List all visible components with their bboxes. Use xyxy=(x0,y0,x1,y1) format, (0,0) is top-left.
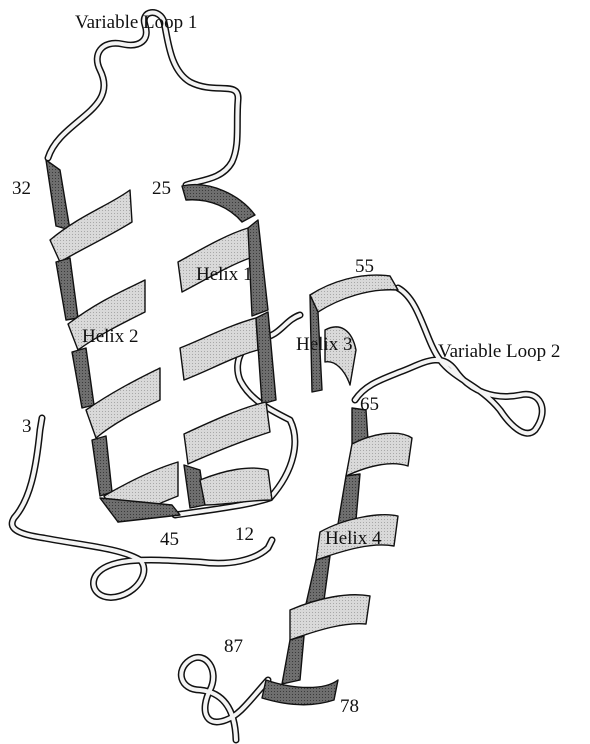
residue-78-label: 78 xyxy=(340,696,359,717)
coil-c-terminus xyxy=(181,657,268,740)
residue-55-label: 55 xyxy=(355,256,374,277)
residue-65-label: 65 xyxy=(360,394,379,415)
residue-25-label: 25 xyxy=(152,178,171,199)
variable-loop-1 xyxy=(48,13,238,185)
helix-4-ribbon xyxy=(262,408,412,705)
helix-4-label: Helix 4 xyxy=(325,528,382,549)
residue-87-label: 87 xyxy=(224,636,243,657)
variable-loop-2-label: Variable Loop 2 xyxy=(438,341,560,362)
helix-3-label: Helix 3 xyxy=(296,334,352,355)
residue-12-label: 12 xyxy=(235,524,254,545)
variable-loop-1-label: Variable Loop 1 xyxy=(75,12,197,33)
residue-45-label: 45 xyxy=(160,529,179,550)
helix-1-label: Helix 1 xyxy=(196,264,252,285)
residue-32-label: 32 xyxy=(12,178,31,199)
residue-3-label: 3 xyxy=(22,416,32,437)
helix-2-label: Helix 2 xyxy=(82,326,138,347)
helix-1-ribbon xyxy=(178,185,276,508)
